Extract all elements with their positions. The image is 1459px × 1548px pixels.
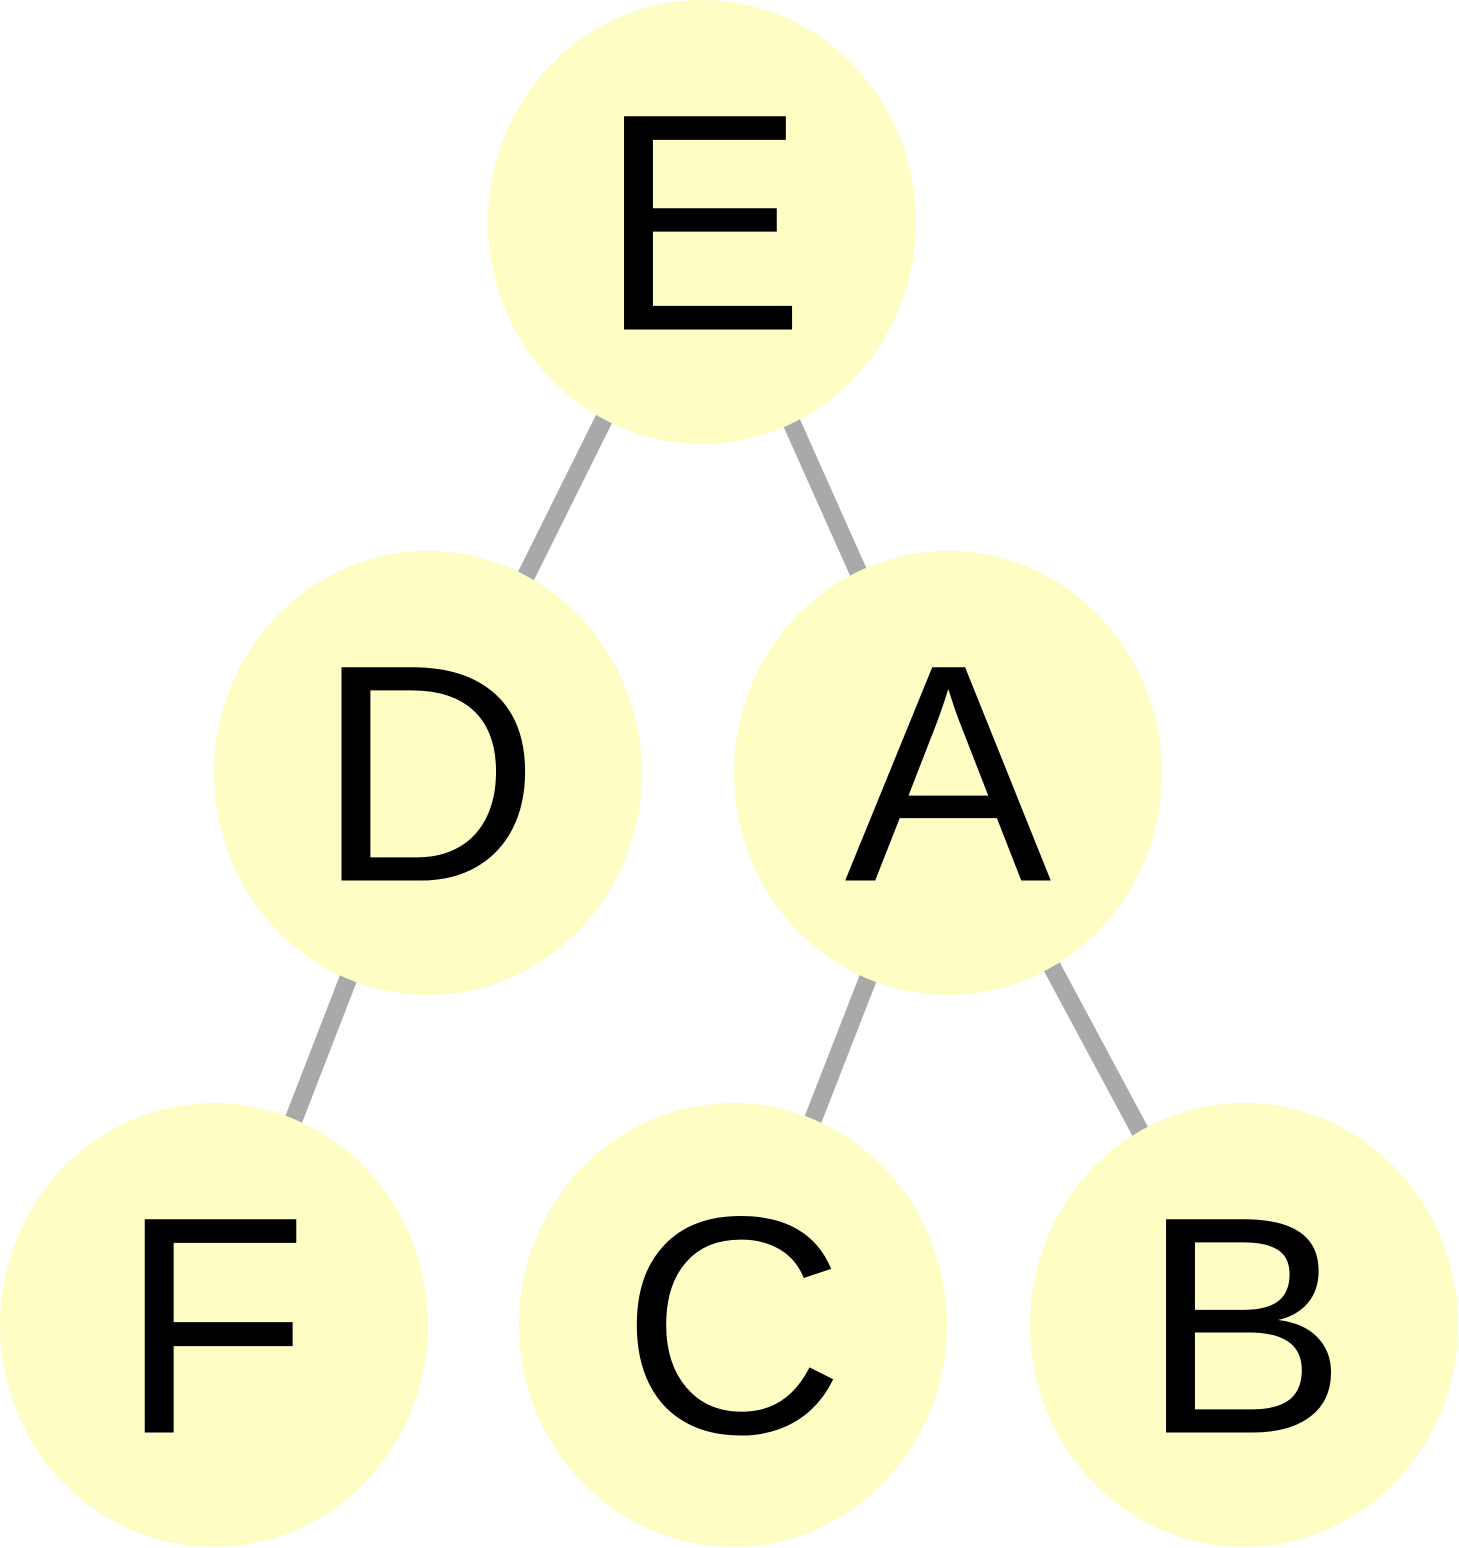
node-circle xyxy=(0,1103,428,1547)
node-d: D xyxy=(214,551,642,995)
node-circle xyxy=(1030,1103,1458,1547)
node-circle xyxy=(734,551,1162,995)
node-circle xyxy=(488,0,916,444)
node-label: A xyxy=(845,600,1053,947)
node-label: F xyxy=(119,1152,308,1499)
node-b: B xyxy=(1030,1103,1458,1547)
node-label: D xyxy=(316,600,540,947)
node-circle xyxy=(519,1103,947,1547)
node-f: F xyxy=(0,1103,428,1547)
node-c: C xyxy=(519,1103,947,1547)
node-a: A xyxy=(734,551,1162,995)
node-label: B xyxy=(1141,1152,1348,1499)
node-circle xyxy=(214,551,642,995)
node-label: C xyxy=(621,1152,845,1499)
node-label: E xyxy=(599,49,806,396)
node-e: E xyxy=(488,0,916,444)
